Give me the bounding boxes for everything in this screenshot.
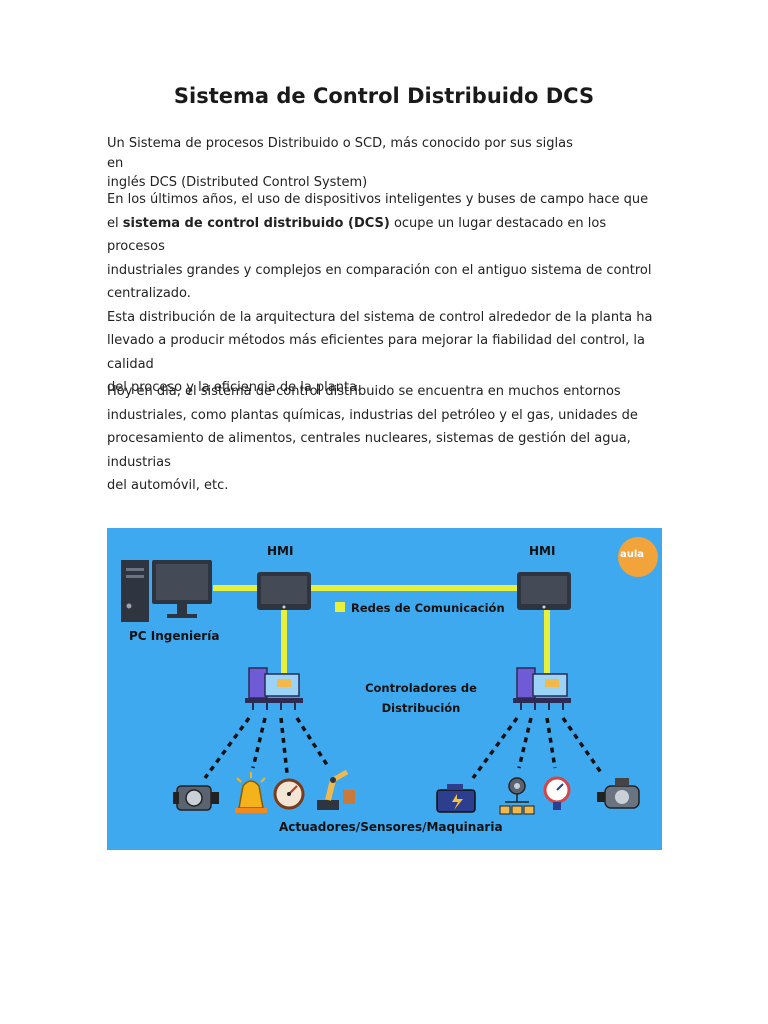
network-legend-swatch bbox=[335, 602, 345, 612]
body1-line-1: En los últimos años, el uso de dispositi… bbox=[107, 192, 649, 207]
intro-line-2: inglés DCS (Distributed Control System) bbox=[107, 175, 368, 190]
gauge-icon bbox=[273, 778, 305, 810]
network-lines bbox=[213, 585, 550, 673]
aula-logo-text: aula bbox=[620, 549, 645, 560]
dcs-diagram-graphic bbox=[121, 537, 658, 815]
body-paragraph-2: Hoy en día, el sistema de control distri… bbox=[107, 380, 667, 498]
engine-icon bbox=[436, 784, 476, 813]
pressure-gauge-icon bbox=[543, 776, 571, 810]
controllers-label-line-1: Controladores de bbox=[365, 681, 477, 695]
hmi-right-label: HMI bbox=[529, 544, 556, 558]
gear-network-icon bbox=[499, 777, 535, 815]
controllers-label: Controladores de Distribución bbox=[351, 678, 491, 718]
body1-line-3: industriales grandes y complejos en comp… bbox=[107, 262, 652, 278]
body2-line-2: industriales, como plantas químicas, ind… bbox=[107, 407, 638, 423]
body1-line-5: Esta distribución de la arquitectura del… bbox=[107, 309, 653, 325]
controllers-label-line-2: Distribución bbox=[381, 701, 461, 715]
robot-arm-icon bbox=[317, 769, 355, 810]
aula-logo bbox=[618, 537, 658, 577]
body1-line-4: centralizado. bbox=[107, 286, 191, 301]
body2-line-1: Hoy en día, el sistema de control distri… bbox=[107, 384, 621, 399]
body1-line-7: del proceso y la eficiencia de la planta… bbox=[107, 380, 362, 395]
motor-icon bbox=[173, 785, 219, 811]
actuators-label: Actuadores/Sensores/Maquinaria bbox=[279, 820, 503, 834]
controller-left-icon bbox=[245, 667, 303, 710]
dcs-diagram: HMI HMI PC Ingeniería Redes de Comunicac… bbox=[107, 528, 662, 850]
alarm-light-icon bbox=[235, 772, 267, 813]
intro-paragraph: Un Sistema de procesos Distribuido o SCD… bbox=[107, 134, 577, 193]
hmi-left-icon bbox=[257, 572, 311, 610]
hmi-right-icon bbox=[517, 572, 571, 610]
intro-line-1: Un Sistema de procesos Distribuido o SCD… bbox=[107, 136, 573, 171]
controller-right-icon bbox=[513, 667, 571, 710]
body1-line-6: llevado a producir métodos más eficiente… bbox=[107, 333, 645, 372]
pump-icon bbox=[597, 778, 640, 809]
page-title: Sistema de Control Distribuido DCS bbox=[173, 84, 595, 108]
body2-line-4: del automóvil, etc. bbox=[107, 478, 229, 493]
body1-line-2-post: ocupe un lugar destacado en los procesos bbox=[107, 215, 607, 255]
body2-line-3: procesamiento de alimentos, centrales nu… bbox=[107, 431, 631, 470]
network-label: Redes de Comunicación bbox=[351, 601, 505, 615]
pc-icon bbox=[121, 560, 212, 622]
pc-label: PC Ingeniería bbox=[129, 629, 220, 643]
body1-line-2-bold: sistema de control distribuido (DCS) bbox=[122, 215, 390, 231]
body1-line-2-pre: el bbox=[107, 215, 123, 231]
field-connections bbox=[203, 716, 604, 780]
body-paragraph-1: En los últimos años, el uso de dispositi… bbox=[107, 188, 667, 400]
hmi-left-label: HMI bbox=[267, 544, 294, 558]
